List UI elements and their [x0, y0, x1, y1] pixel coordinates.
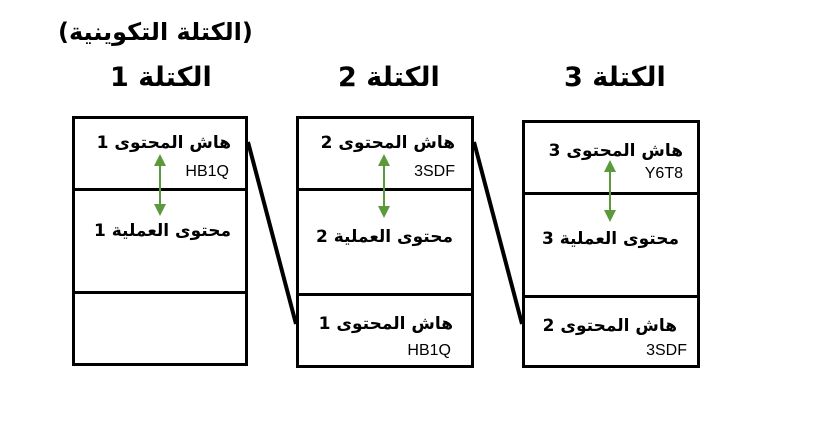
block-3-prev-hash-section: هاش المحتوى 2 3SDF	[525, 298, 697, 368]
block-3-prev-hash-value: 3SDF	[646, 342, 687, 359]
block-2: هاش المحتوى 2 3SDF محتوى العملية 2 هاش ا…	[296, 116, 474, 368]
block-1-hash-section: هاش المحتوى 1 HB1Q	[75, 119, 245, 189]
block-3-hash-label: هاش المحتوى 3	[548, 141, 683, 161]
block-3-prev-hash-label: هاش المحتوى 2	[542, 316, 677, 336]
block-1-prev-hash-section	[75, 294, 245, 366]
block-1-title: الكتلة 1	[110, 62, 212, 93]
block-2-title: الكتلة 2	[338, 62, 440, 93]
block-1-hash-label: هاش المحتوى 1	[96, 133, 231, 153]
block-2-hash-value: 3SDF	[414, 163, 455, 180]
block-1: هاش المحتوى 1 HB1Q محتوى العملية 1	[72, 116, 248, 366]
block-2-data-section: محتوى العملية 2	[299, 188, 471, 296]
block-2-hash-label: هاش المحتوى 2	[320, 133, 455, 153]
genesis-block-label: (الكتلة التكوينية)	[58, 18, 253, 46]
block-3-hash-value: Y6T8	[644, 165, 683, 182]
block-2-prev-hash-section: هاش المحتوى 1 HB1Q	[299, 296, 471, 368]
block-2-prev-hash-value: HB1Q	[407, 342, 451, 359]
block-3-data-label: محتوى العملية 3	[541, 229, 679, 249]
block-2-prev-hash-label: هاش المحتوى 1	[318, 314, 453, 334]
block-1-data-section: محتوى العملية 1	[75, 188, 245, 294]
block-1-hash-value: HB1Q	[185, 163, 229, 180]
block-3-hash-section: هاش المحتوى 3 Y6T8	[525, 123, 697, 193]
block-2-data-label: محتوى العملية 2	[315, 227, 453, 247]
block-2-hash-section: هاش المحتوى 2 3SDF	[299, 119, 471, 189]
block-3-title: الكتلة 3	[564, 62, 666, 93]
block-3: هاش المحتوى 3 Y6T8 محتوى العملية 3 هاش ا…	[522, 120, 700, 368]
chain-link-2-3	[472, 141, 524, 325]
block-3-data-section: محتوى العملية 3	[525, 192, 697, 298]
chain-link-1-2	[246, 141, 298, 325]
block-1-data-label: محتوى العملية 1	[93, 221, 231, 241]
